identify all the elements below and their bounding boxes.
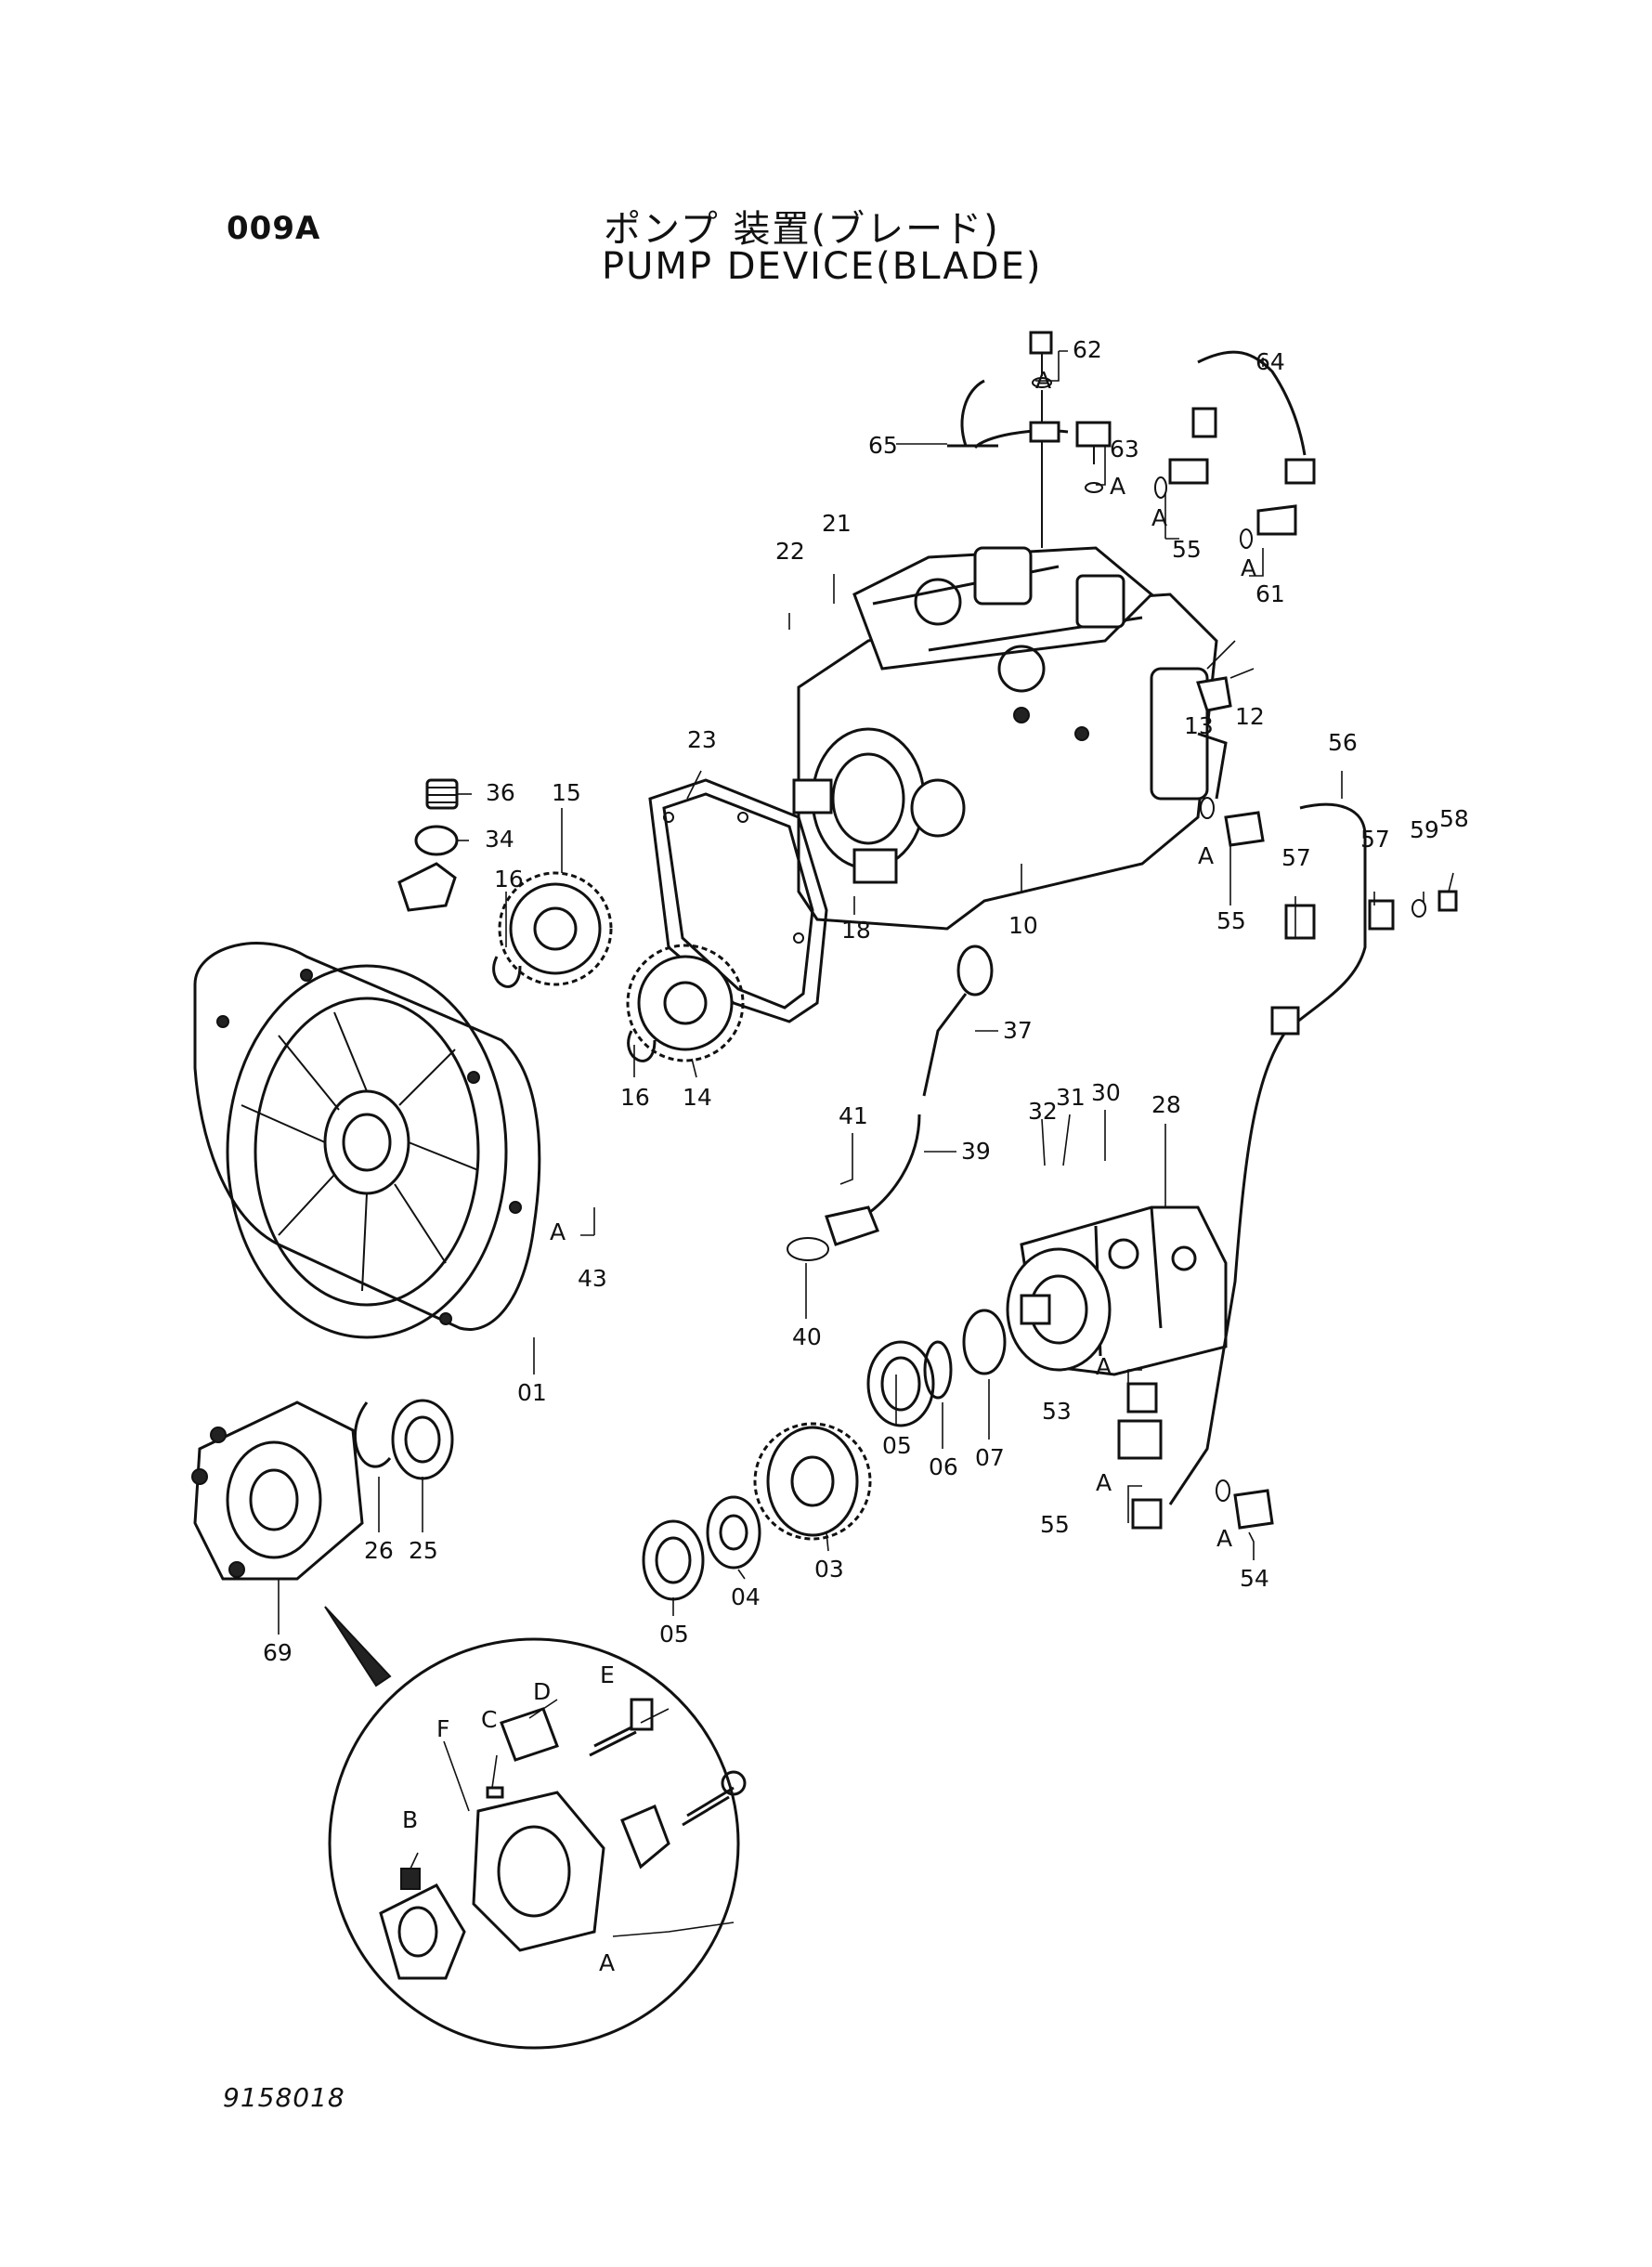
label-part-53: 53 [1042,1398,1072,1425]
label-detail-a: A [599,1949,615,1976]
fittings-and-lines [1117,676,1458,1530]
label-detail-b: B [402,1806,418,1833]
label-part-69: 69 [263,1639,293,1666]
set-mark-a: A [1096,1469,1112,1496]
label-part-32: 32 [1028,1098,1058,1125]
snap-rings-16 [492,956,657,1062]
label-detail-f: F [436,1715,449,1742]
label-part-03: 03 [814,1556,844,1583]
label-detail-c: C [481,1706,497,1733]
label-part-16-upper: 16 [494,866,524,892]
label-part-34: 34 [485,826,514,853]
label-part-39: 39 [961,1138,991,1165]
set-mark-a: A [1151,504,1167,531]
label-part-40: 40 [792,1323,822,1350]
title-english: PUMP DEVICE(BLADE) [602,245,1043,288]
label-part-05-right: 05 [882,1432,912,1459]
page-code: 009A [227,210,321,247]
gear-15 [498,871,613,986]
label-part-36: 36 [486,779,515,806]
label-part-26: 26 [364,1537,394,1564]
gear-pump [1006,1205,1228,1376]
detail-view-circle [324,1606,747,2050]
label-part-06: 06 [929,1453,958,1480]
set-mark-a: A [1096,1353,1112,1380]
label-part-01: 01 [517,1379,547,1406]
set-mark-a: A [1241,554,1256,581]
gear-14 [626,944,745,1062]
pilot-piping [947,331,1316,549]
dipstick-and-tube [787,945,994,1261]
label-part-30: 30 [1091,1079,1121,1106]
bearings-and-gear [353,1309,1007,1601]
label-part-05-left: 05 [659,1621,689,1648]
set-mark-a: A [550,1218,566,1245]
set-mark-a: A [1216,1525,1232,1552]
plug-and-elbow [397,778,459,912]
label-part-10: 10 [1008,912,1038,939]
label-part-07: 07 [975,1444,1005,1471]
label-part-23: 23 [687,726,717,753]
label-part-54: 54 [1240,1565,1269,1592]
label-part-57-lower: 57 [1281,844,1311,871]
set-mark-a: A [1110,473,1125,500]
label-part-13: 13 [1184,712,1214,739]
label-part-43: 43 [578,1265,607,1292]
label-part-21: 21 [822,510,852,537]
label-part-16-lower: 16 [620,1084,650,1111]
label-part-55-lower: 55 [1040,1511,1070,1538]
label-part-62: 62 [1073,336,1102,363]
label-detail-d: D [533,1678,551,1705]
label-part-41: 41 [839,1102,868,1129]
label-part-58: 58 [1439,805,1469,832]
label-part-15: 15 [552,779,581,806]
label-part-55-upper: 55 [1172,536,1202,563]
label-part-22: 22 [775,538,805,565]
label-part-57-upper: 57 [1360,826,1390,853]
label-part-55-middle: 55 [1216,907,1246,934]
part-labels: 62 64 65 63 55 61 21 22 13 12 23 56 36 1… [263,336,1469,1976]
label-part-63: 63 [1110,436,1139,463]
label-part-65: 65 [868,432,898,459]
label-part-18: 18 [841,917,871,944]
flywheel-housing [193,942,541,1339]
label-part-64: 64 [1255,348,1285,375]
label-part-37: 37 [1003,1017,1033,1044]
set-marks: A A A A A A A A A [550,367,1256,1552]
label-part-14: 14 [683,1084,712,1111]
label-part-31: 31 [1056,1084,1086,1111]
label-part-59: 59 [1410,816,1439,843]
label-part-04: 04 [731,1583,761,1610]
main-pump-body [792,546,1228,931]
label-part-25: 25 [409,1537,438,1564]
label-part-28: 28 [1151,1091,1181,1118]
set-mark-a: A [1198,842,1214,869]
label-part-61: 61 [1255,580,1285,607]
label-detail-e: E [600,1661,615,1688]
coupling-69 [191,1401,364,1581]
label-part-56: 56 [1328,729,1358,756]
title-japanese: ポンプ 装置(ブレード) [604,208,1000,251]
drawing-number: 9158018 [223,2082,345,2113]
set-mark-a: A [1035,367,1051,394]
leader-lines [278,350,1454,1870]
label-part-12: 12 [1235,703,1265,730]
